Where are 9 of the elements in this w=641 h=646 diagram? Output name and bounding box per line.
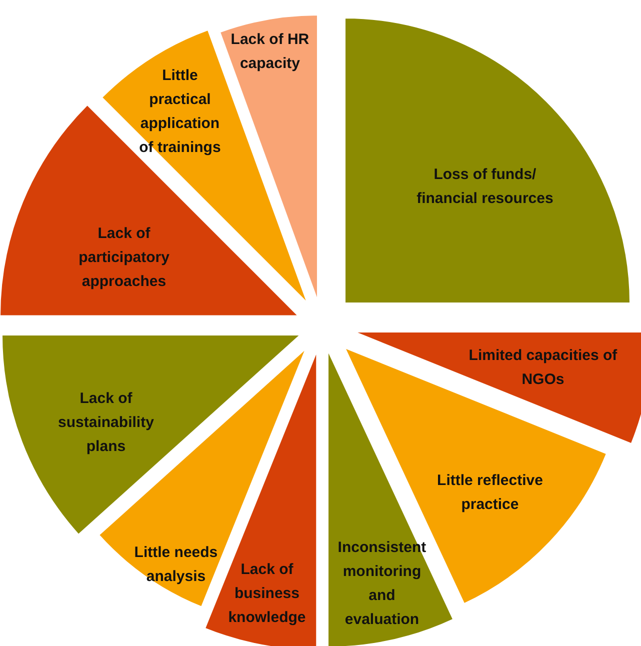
slice-label: Little reflective practice	[436, 470, 544, 515]
slice-label: Limited capacities of NGOs	[468, 346, 618, 390]
slice-label: Little needs analysis	[133, 542, 219, 587]
slice-label: Little practical application of trainings	[138, 66, 222, 158]
slice-label: Lack of HR capacity	[230, 30, 310, 74]
slice-label: Lack of sustainability plans	[57, 388, 155, 457]
slice-label: Loss of funds/ financial resources	[416, 164, 554, 209]
slice-label: Lack of participatory approaches	[78, 224, 170, 292]
slice-label: Lack of business knowledge	[227, 560, 307, 628]
